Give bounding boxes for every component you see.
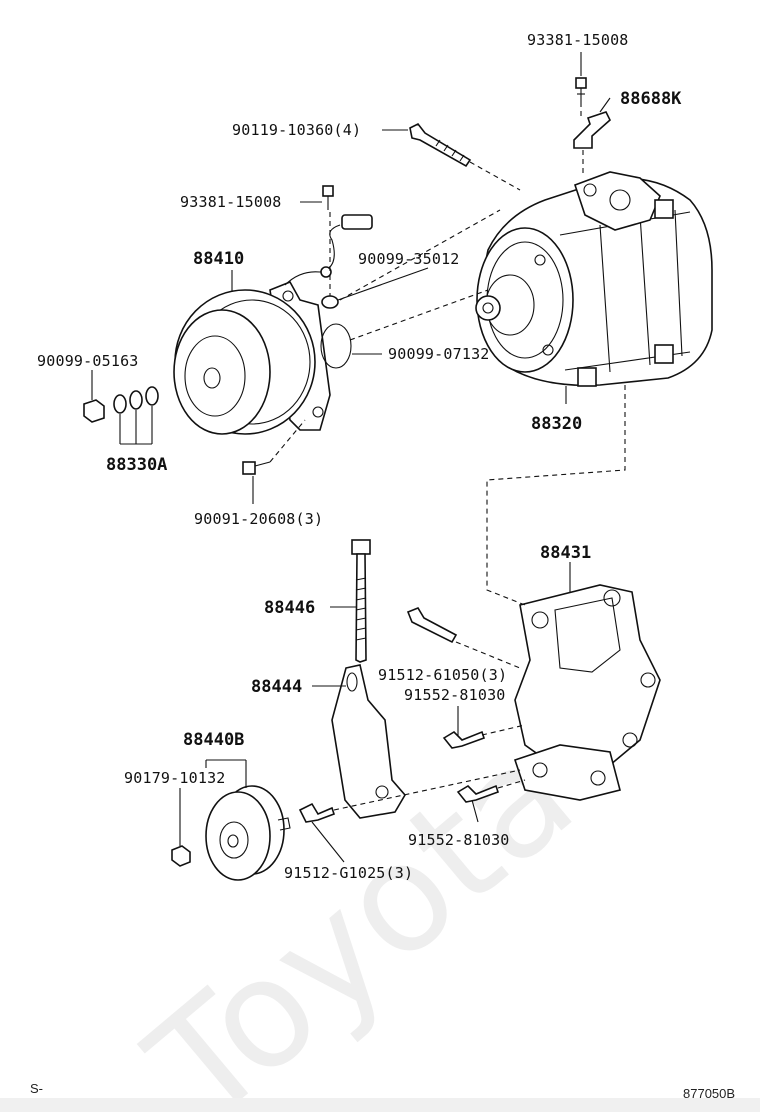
bolt-91512-61050 (406, 607, 458, 644)
snap-ring-90099-07132 (320, 323, 352, 369)
bracket-88688k (573, 111, 611, 149)
label-91552-81030-b: 91552-81030 (408, 831, 510, 849)
label-88320: 88320 (531, 414, 582, 434)
bolt-88446 (351, 539, 371, 663)
bolt-90119 (409, 122, 472, 168)
screw-93381-top (575, 77, 587, 102)
screw-93381-mid (322, 185, 334, 210)
label-90099-05163: 90099-05163 (37, 352, 139, 370)
assembly-lines (269, 102, 626, 811)
label-90099-35012: 90099-35012 (358, 250, 460, 268)
bracket-88431 (513, 584, 661, 801)
label-91512-61050: 91512-61050(3) (378, 666, 507, 684)
label-88410: 88410 (193, 249, 244, 269)
shims-88330a (113, 386, 159, 414)
bolt-90091 (242, 461, 271, 475)
washer-90099-35012 (321, 295, 339, 309)
compressor-88320 (475, 171, 713, 387)
label-90099-07132: 90099-07132 (388, 345, 490, 363)
label-93381-15008-top: 93381-15008 (527, 31, 629, 49)
bar-88444 (331, 664, 406, 819)
label-88444: 88444 (251, 677, 302, 697)
label-88446: 88446 (264, 598, 315, 618)
label-90179-10132: 90179-10132 (124, 769, 226, 787)
leader-lines (91, 52, 611, 863)
label-91512-g1025: 91512-G1025(3) (284, 864, 413, 882)
label-93381-15008-mid: 93381-15008 (180, 193, 282, 211)
label-90119-10360: 90119-10360(4) (232, 121, 361, 139)
nut-90179 (171, 845, 191, 867)
nut-90099-05163 (83, 399, 105, 423)
label-91552-81030-a: 91552-81030 (404, 686, 506, 704)
label-88431: 88431 (540, 543, 591, 563)
idler-pulley-88440b (205, 785, 291, 881)
label-88330a: 88330A (106, 455, 167, 475)
label-88688k: 88688K (620, 89, 682, 109)
footer-illustration-id: 877050B (683, 1086, 735, 1101)
bolt-91512-g1025 (298, 802, 336, 823)
clutch-88410 (173, 214, 373, 435)
footer-left-code: S- (30, 1081, 43, 1096)
footer-band (0, 1098, 760, 1112)
label-90091-20608: 90091-20608(3) (194, 510, 323, 528)
label-88440b: 88440B (183, 730, 244, 750)
bolt-91552-b (456, 784, 500, 803)
